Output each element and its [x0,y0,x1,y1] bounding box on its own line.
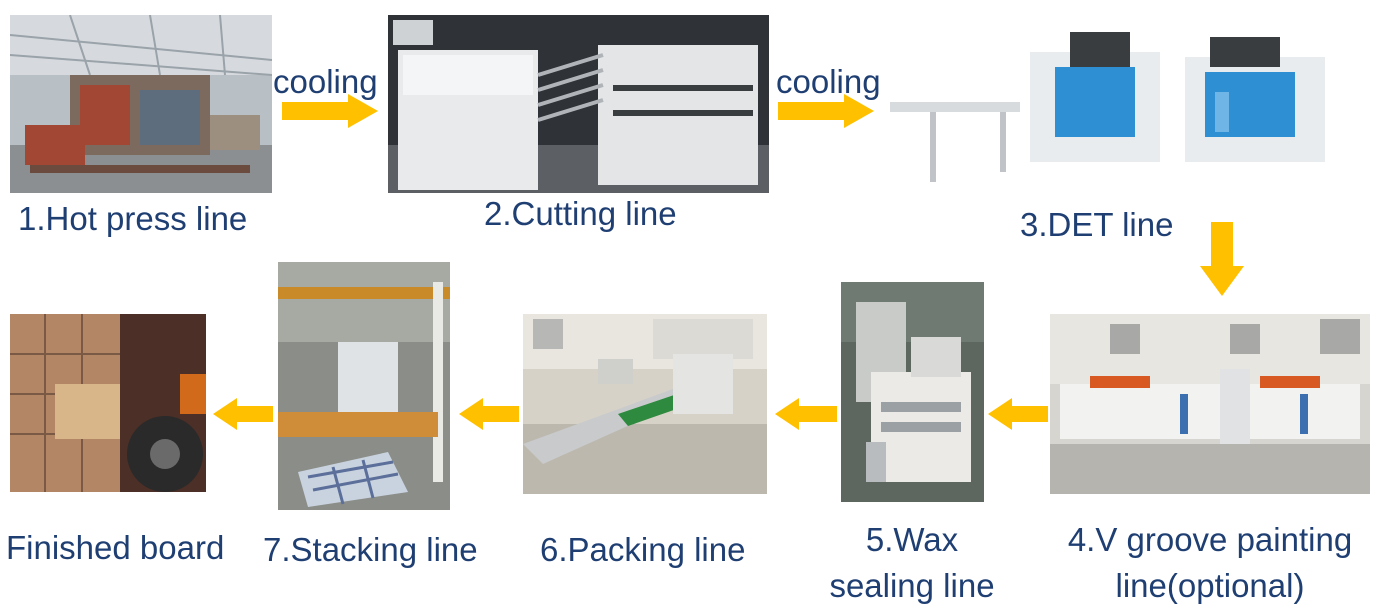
step-2-label: 2.Cutting line [484,195,677,232]
arrow-left-icon [459,398,519,430]
step-7-label: 7.Stacking line [263,531,478,568]
cutting-line-photo [388,15,769,193]
packing-line-photo [523,314,767,494]
cooling-label-1: cooling [273,63,378,100]
det-line-photo [890,22,1340,192]
wax-sealing-line-photo [841,282,984,502]
step-6-label: 6.Packing line [540,531,746,568]
step-4-label-line1: 4.V groove painting [1067,521,1353,558]
step-1-label: 1.Hot press line [18,200,248,237]
step-4-label-line2: line(optional) [1115,567,1305,604]
step-5-label-line2: sealing line [829,567,995,604]
step-5-label: 5.Wax sealing line [812,521,1012,605]
stacking-line-photo [278,262,450,510]
step-3-label: 3.DET line [1020,206,1174,243]
step-5-label-line1: 5.Wax [865,521,959,558]
arrow-right-icon [282,94,378,128]
arrow-right-icon [778,94,874,128]
step-4-label: 4.V groove painting line(optional) [1050,521,1370,605]
v-groove-painting-line-photo [1050,314,1370,494]
arrow-left-icon [988,398,1048,430]
finished-board-photo [10,314,206,492]
arrow-left-icon [213,398,273,430]
cooling-label-2: cooling [776,63,881,100]
arrow-left-icon [775,398,837,430]
arrow-down-icon [1200,222,1244,296]
hot-press-line-photo [10,15,272,193]
finished-board-label: Finished board [6,529,225,566]
